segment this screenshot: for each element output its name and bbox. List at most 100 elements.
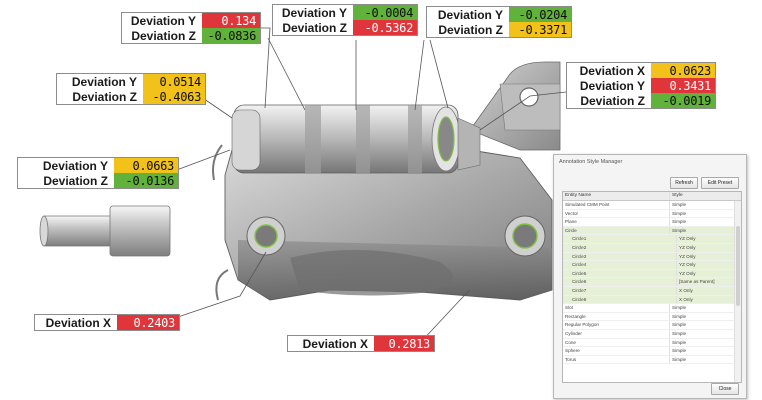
- entity-name-cell: Plane: [565, 219, 577, 225]
- deviation-label: Deviation Z: [131, 28, 196, 43]
- entity-name-cell: Simulated CMM Point: [565, 202, 610, 207]
- entity-name-cell: Circle6: [572, 279, 587, 285]
- style-cell[interactable]: YZ Only: [676, 243, 741, 252]
- table-row[interactable]: Sphere Simple: [563, 347, 741, 356]
- deviation-label: Deviation X: [45, 315, 111, 330]
- deviation-value: 0.134: [202, 13, 260, 28]
- dialog-title: Annotation Style Manager: [559, 159, 623, 165]
- style-cell[interactable]: YZ Only: [676, 261, 741, 269]
- style-cell[interactable]: Simple: [669, 355, 741, 364]
- style-cell[interactable]: Simple: [669, 218, 741, 226]
- deviation-label: Deviation X: [302, 336, 368, 351]
- table-row[interactable]: Circle6 [Same as Parent]: [563, 278, 741, 287]
- style-cell[interactable]: X Only: [676, 286, 741, 295]
- deviation-label: Deviation Y: [281, 5, 347, 20]
- table-row[interactable]: Plane Simple: [563, 218, 741, 227]
- entity-name-cell: Cylinder: [565, 330, 582, 336]
- deviation-value: -0.0019: [651, 93, 715, 108]
- deviation-value: -0.5362: [353, 20, 417, 35]
- deviation-callout-8[interactable]: Deviation X 0.2813: [287, 335, 435, 352]
- style-cell[interactable]: Simple: [669, 226, 741, 235]
- deviation-value: 0.2813: [374, 336, 434, 351]
- table-row[interactable]: Circle3 YZ Only: [563, 252, 741, 262]
- deviation-callout-3[interactable]: Deviation Y -0.0204 Deviation Z -0.3371: [426, 6, 572, 38]
- deviation-callout-6[interactable]: Deviation Y 0.0663 Deviation Z -0.0136: [17, 157, 179, 189]
- deviation-value: -0.0004: [353, 5, 417, 20]
- table-row[interactable]: Circle7 X Only: [563, 286, 741, 296]
- table-header: Entity Name Style: [563, 192, 741, 201]
- deviation-value: 0.0663: [114, 158, 178, 173]
- table-scrollbar[interactable]: [734, 201, 741, 382]
- style-cell[interactable]: YZ Only: [676, 252, 741, 261]
- deviation-value: -0.4063: [143, 89, 205, 104]
- deviation-label: Deviation Y: [42, 158, 108, 173]
- table-row[interactable]: Circle4 YZ Only: [563, 261, 741, 270]
- entity-name-cell: Circle1: [572, 236, 587, 242]
- style-cell[interactable]: YZ Only: [676, 269, 741, 278]
- deviation-label: Deviation Y: [71, 74, 137, 89]
- deviation-callout-5[interactable]: Deviation Y 0.0514 Deviation Z -0.4063: [56, 73, 206, 105]
- column-header-style[interactable]: Style: [669, 192, 741, 200]
- deviation-value: 0.0623: [651, 63, 715, 78]
- style-cell[interactable]: Simple: [669, 304, 741, 312]
- scrollbar-thumb[interactable]: [736, 226, 740, 306]
- table-row[interactable]: Torus Simple: [563, 355, 741, 365]
- edit-preset-button[interactable]: Edit Preset: [701, 177, 739, 189]
- table-row[interactable]: Slot Simple: [563, 304, 741, 313]
- table-row[interactable]: Circle2 YZ Only: [563, 243, 741, 253]
- deviation-label: Deviation X: [579, 63, 645, 78]
- style-cell[interactable]: Simple: [669, 312, 741, 321]
- style-cell[interactable]: YZ Only: [676, 235, 741, 243]
- table-row[interactable]: Circle5 YZ Only: [563, 269, 741, 279]
- entity-name-cell: Sphere: [565, 348, 580, 354]
- entity-name-cell: Circle4: [572, 262, 587, 268]
- style-cell[interactable]: Simple: [669, 338, 741, 347]
- deviation-value: -0.0836: [202, 28, 260, 43]
- style-cell[interactable]: Simple: [669, 201, 741, 209]
- deviation-callout-7[interactable]: Deviation X 0.2403: [34, 314, 180, 331]
- style-cell[interactable]: Simple: [669, 209, 741, 218]
- part-body: [39, 61, 561, 301]
- deviation-label: Deviation Z: [438, 22, 503, 37]
- table-row[interactable]: Circle1 YZ Only: [563, 235, 741, 244]
- style-cell[interactable]: Simple: [669, 347, 741, 355]
- table-row[interactable]: Simulated CMM Point Simple: [563, 201, 741, 210]
- deviation-value: 0.2403: [117, 315, 179, 330]
- refresh-button[interactable]: Refresh: [670, 177, 698, 189]
- deviation-label: Deviation Z: [580, 93, 645, 108]
- deviation-value: -0.0136: [114, 173, 178, 188]
- entity-name-cell: Circle3: [572, 253, 587, 259]
- deviation-value: -0.0204: [509, 7, 571, 22]
- entity-name-cell: Circle2: [572, 244, 587, 250]
- entity-name-cell: Circle5: [572, 270, 587, 276]
- deviation-value: 0.0514: [143, 74, 205, 89]
- deviation-label: Deviation Z: [43, 173, 108, 188]
- annotation-style-manager-dialog[interactable]: Annotation Style Manager Refresh Edit Pr…: [553, 154, 747, 399]
- entity-name-cell: Torus: [565, 356, 577, 362]
- table-row[interactable]: Rectangle Simple: [563, 312, 741, 322]
- deviation-label: Deviation Z: [72, 89, 137, 104]
- entity-name-cell: Slot: [565, 305, 573, 311]
- column-header-entity-name[interactable]: Entity Name: [565, 193, 592, 198]
- table-row[interactable]: Cylinder Simple: [563, 329, 741, 339]
- deviation-callout-2[interactable]: Deviation Y-0.0004 Deviation Z-0.5362: [272, 4, 418, 36]
- entity-name-cell: Circle7: [572, 287, 587, 293]
- style-cell[interactable]: Simple: [669, 329, 741, 338]
- style-cell[interactable]: Simple: [669, 321, 741, 329]
- deviation-value: -0.3371: [509, 22, 571, 37]
- close-button[interactable]: Close: [711, 383, 739, 395]
- style-cell[interactable]: X Only: [676, 295, 741, 304]
- deviation-label: Deviation Y: [437, 7, 503, 22]
- style-cell[interactable]: [Same as Parent]: [676, 278, 741, 286]
- entity-name-cell: Rectangle: [565, 313, 586, 319]
